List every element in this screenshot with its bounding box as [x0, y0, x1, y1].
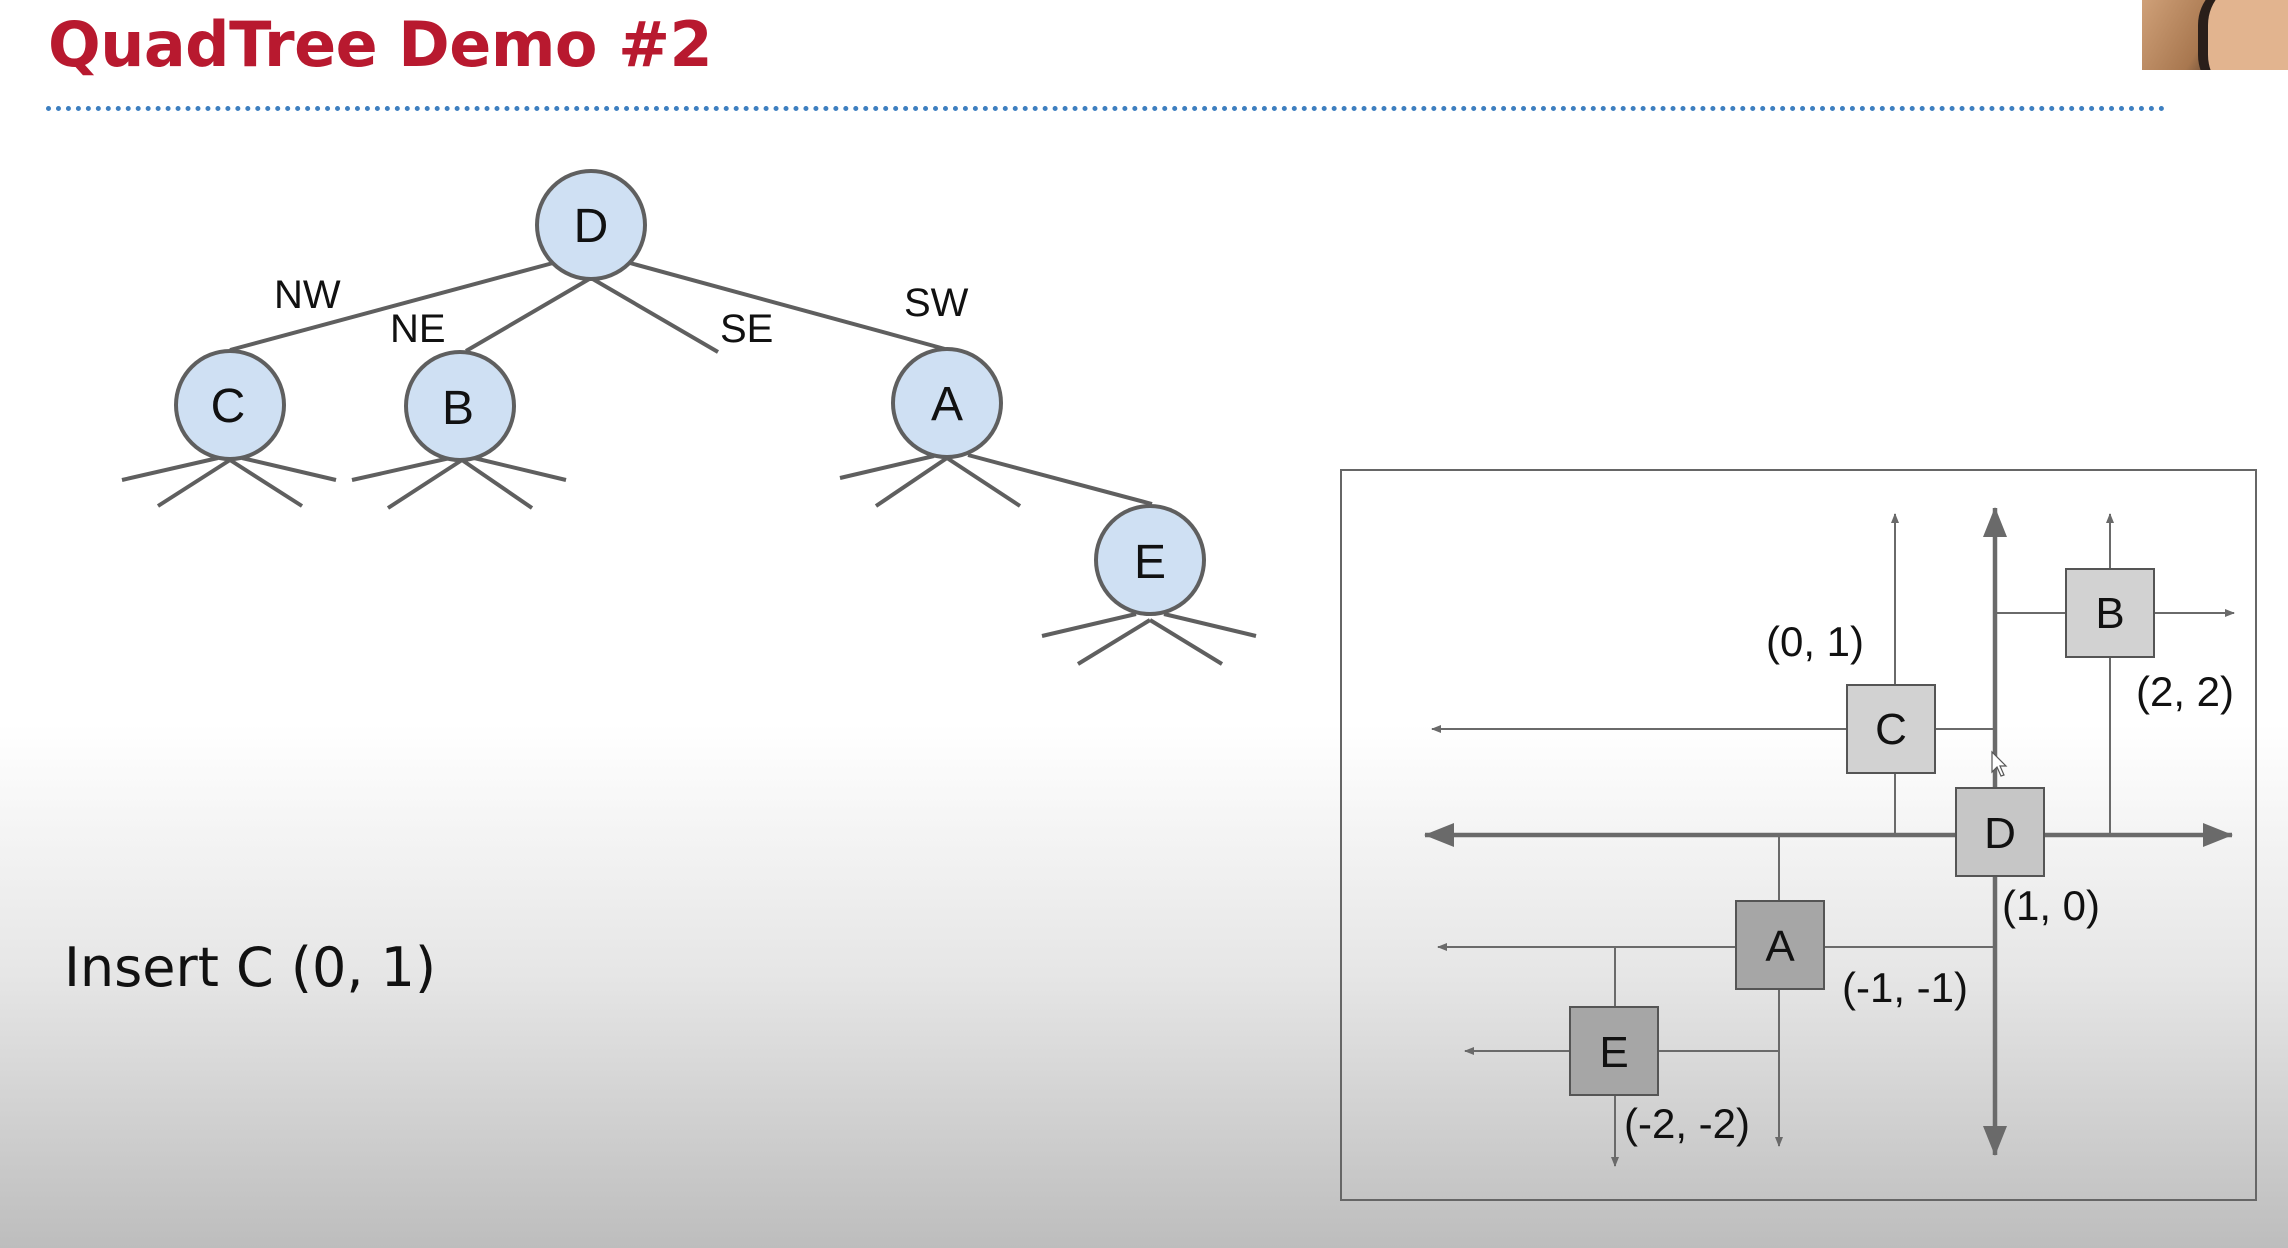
null-edge [121, 456, 219, 482]
null-edge [1163, 612, 1257, 638]
edge-label-ne: NE [390, 307, 446, 351]
null-edge [156, 458, 232, 508]
null-edge [351, 456, 451, 482]
null-edge [1076, 618, 1152, 666]
coord-label-e: (-2, -2) [1624, 1100, 1750, 1147]
node-label: E [1134, 536, 1166, 589]
tree-node-c: C [174, 349, 286, 461]
edge-a-e [967, 453, 1153, 506]
edge-d-se [589, 276, 720, 354]
plane-point-d: D [1955, 787, 2045, 877]
plane-point-a: A [1735, 900, 1825, 990]
null-edge [945, 456, 1022, 508]
slide-title: QuadTree Demo #2 [48, 8, 713, 81]
null-edge [460, 458, 534, 510]
coord-label-a: (-1, -1) [1842, 964, 1968, 1011]
point-label: E [1599, 1028, 1628, 1077]
null-edge [1041, 612, 1137, 638]
edge-label-se: SE [720, 307, 773, 351]
node-label: B [442, 382, 474, 435]
edge-d-a [629, 261, 946, 351]
edge-label-sw: SW [904, 281, 969, 325]
coord-label-d: (1, 0) [2002, 882, 2100, 929]
plane-point-c: C [1846, 684, 1936, 774]
tree-node-b: B [404, 350, 516, 462]
node-label: A [931, 378, 963, 431]
null-edge [839, 454, 935, 480]
edge-d-c [229, 261, 554, 352]
mouse-cursor-icon [1991, 750, 2008, 777]
point-label: B [2095, 589, 2124, 638]
point-label: D [1984, 809, 2016, 858]
point-label: A [1765, 922, 1795, 971]
plane-point-e: E [1569, 1006, 1659, 1096]
title-divider [46, 106, 2166, 111]
node-label: D [574, 200, 609, 253]
plane-point-b: B [2065, 568, 2155, 658]
coord-label-b: (2, 2) [2136, 668, 2234, 715]
plane-frame [1340, 469, 2257, 1201]
insert-caption: Insert C (0, 1) [64, 936, 437, 999]
null-edge [228, 458, 304, 508]
presenter-image [2208, 0, 2288, 70]
null-edge [1148, 618, 1224, 666]
tree-node-e: E [1094, 504, 1206, 616]
edge-d-b [464, 276, 593, 353]
null-edge [241, 456, 337, 482]
tree-node-a: A [891, 347, 1003, 459]
webcam-overlay [2142, 0, 2288, 70]
point-label: C [1875, 705, 1907, 754]
coord-label-c: (0, 1) [1766, 618, 1864, 665]
node-label: C [211, 380, 246, 433]
null-edge [386, 458, 464, 510]
null-edge [473, 456, 567, 482]
tree-node-d: D [535, 169, 647, 281]
edge-label-nw: NW [274, 273, 341, 317]
null-edge [874, 456, 949, 508]
